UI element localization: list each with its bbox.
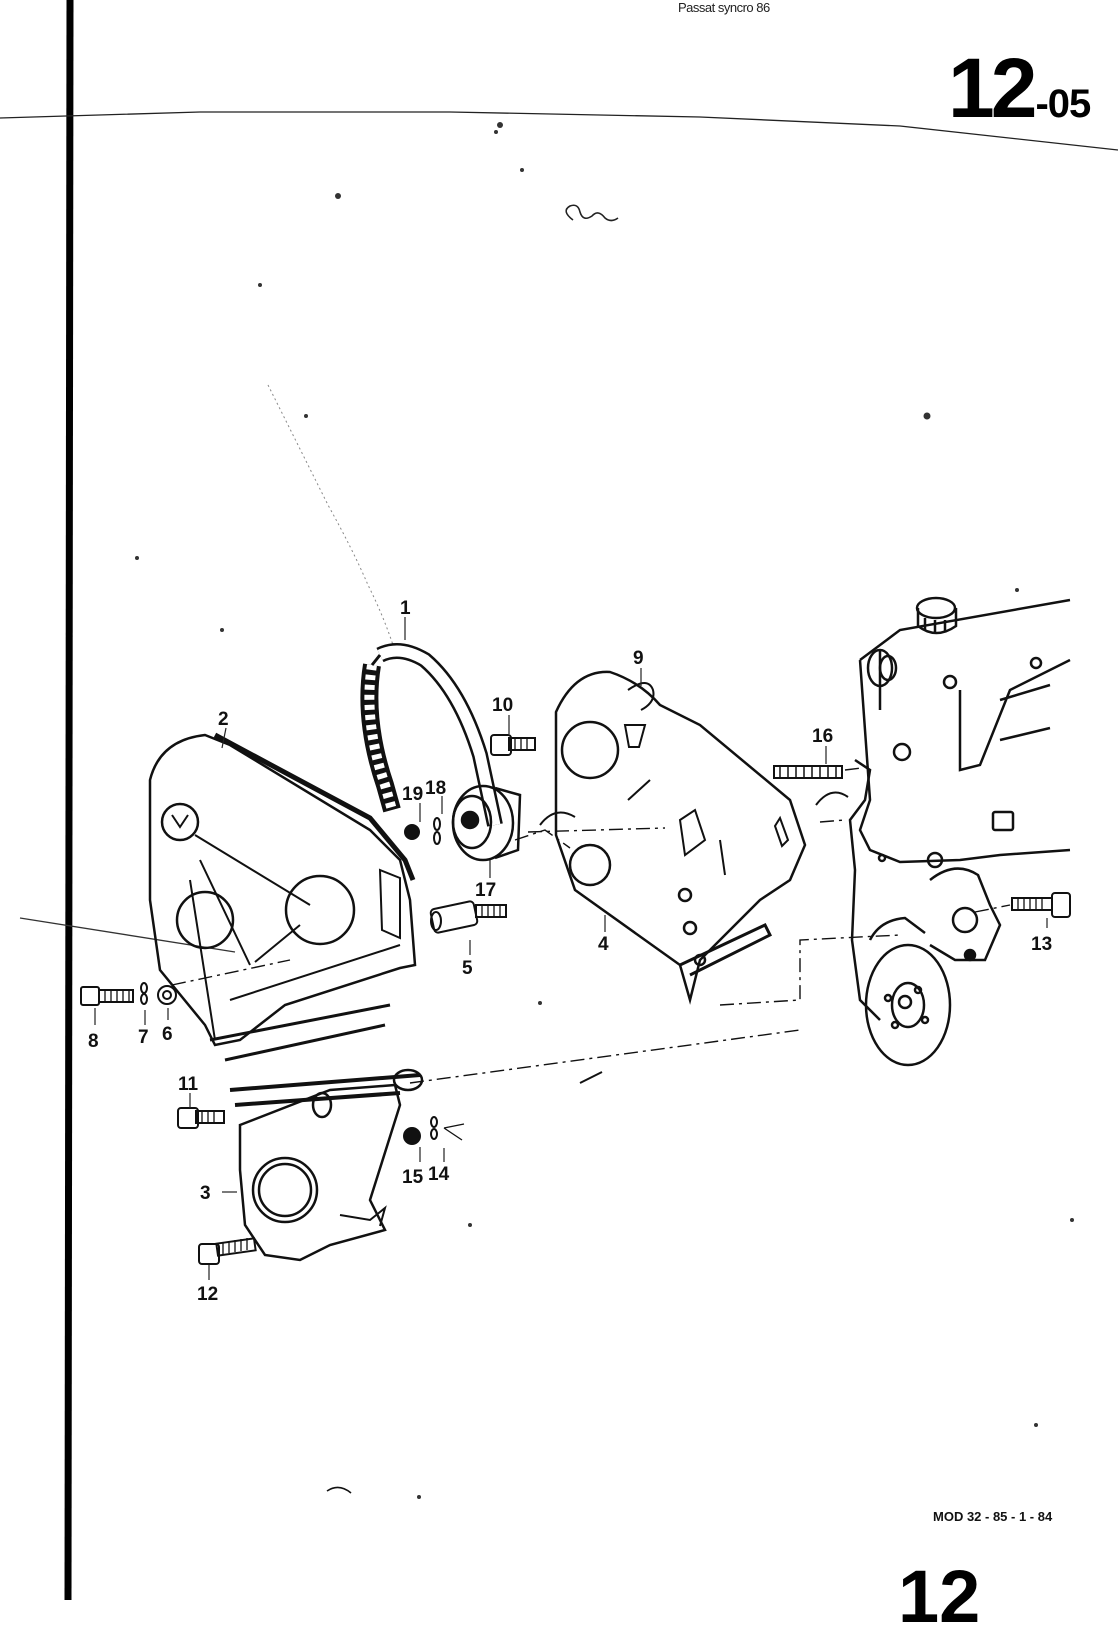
callout-2: 2 — [218, 709, 229, 730]
cover-bolt-bottom — [198, 1237, 257, 1265]
binding-edge — [64, 0, 74, 1600]
header-caption: Passat syncro 86 — [678, 0, 770, 15]
stud — [773, 765, 843, 779]
pen-mark — [326, 1486, 352, 1494]
section-number-main: 12 — [948, 41, 1037, 135]
page-number: 12 — [898, 1555, 981, 1638]
tensioner-bolt — [490, 734, 536, 756]
callout-11: 11 — [178, 1074, 199, 1095]
lower-cover-washer-nut — [403, 1116, 465, 1145]
water-pump-pulley — [864, 867, 1002, 1067]
header-rule — [0, 111, 1118, 151]
tensioner-washer-nut — [404, 817, 441, 845]
engine-block — [848, 596, 1071, 1021]
callout-10: 10 — [492, 695, 513, 716]
callout-labels: 1 2 3 4 5 6 7 8 9 10 11 12 13 14 15 16 1… — [88, 598, 1052, 1305]
clip — [627, 682, 655, 711]
clip-hooks — [539, 791, 849, 826]
timing-belt — [360, 643, 503, 827]
callout-13: 13 — [1031, 934, 1052, 955]
model-code: MOD 32 - 85 - 1 - 84 — [933, 1509, 1053, 1524]
callout-4: 4 — [598, 934, 609, 955]
cover-bolt-lower — [177, 1107, 225, 1129]
callout-17: 17 — [475, 880, 496, 901]
callout-19: 19 — [402, 784, 423, 805]
section-number: 12-05 — [948, 40, 1091, 137]
spacer-sleeve — [429, 900, 507, 934]
exploded-view-drawing: 1 2 3 4 5 6 7 8 9 10 11 12 13 14 15 16 1… — [0, 0, 1118, 1600]
lower-timing-belt-cover — [209, 1003, 424, 1262]
section-number-suffix: -05 — [1035, 82, 1091, 126]
callout-1: 1 — [400, 598, 411, 619]
callout-5: 5 — [462, 958, 473, 979]
leader-lines — [94, 617, 1048, 1280]
callout-15: 15 — [402, 1167, 424, 1188]
pen-mark-2 — [579, 1071, 603, 1084]
callout-12: 12 — [197, 1284, 218, 1305]
upper-timing-belt-cover — [148, 732, 417, 1047]
callout-14: 14 — [428, 1164, 450, 1185]
pump-bolt — [1011, 892, 1071, 918]
callout-3: 3 — [200, 1183, 211, 1204]
fold-mark — [267, 384, 394, 646]
callout-18: 18 — [425, 778, 446, 799]
belt-tensioner-pulley — [451, 784, 522, 862]
callout-16: 16 — [812, 726, 833, 747]
scan-specks — [135, 122, 1074, 1499]
callout-7: 7 — [138, 1027, 149, 1048]
callout-8: 8 — [88, 1031, 99, 1052]
handwritten-note-mark — [565, 204, 619, 222]
assembly-lines — [171, 767, 1011, 1084]
cover-bolt-upper — [80, 982, 177, 1006]
callout-9: 9 — [633, 648, 644, 669]
rear-belt-guard — [554, 670, 807, 1005]
callout-6: 6 — [162, 1024, 173, 1045]
